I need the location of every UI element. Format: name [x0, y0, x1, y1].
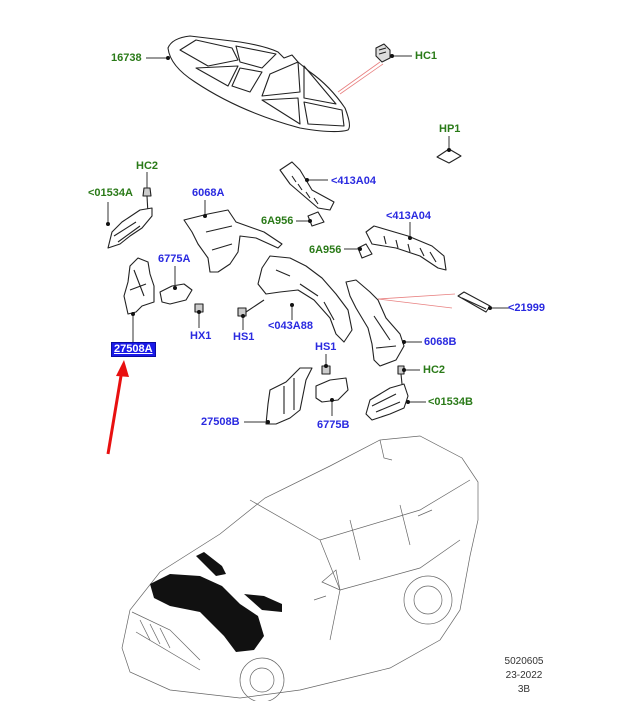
callout-hx1[interactable]: HX1 — [190, 330, 212, 342]
callout-16738[interactable]: 16738 — [111, 52, 142, 64]
callout-hc1[interactable]: HC1 — [415, 50, 438, 62]
bracket-6a956-mid-part[interactable] — [357, 243, 373, 259]
bracket-01534b-part[interactable] — [365, 383, 409, 421]
callout-hs1-mid[interactable]: HS1 — [315, 341, 337, 353]
hs1-left-screw-part[interactable] — [237, 299, 265, 317]
hc1-clip-part[interactable] — [375, 43, 391, 63]
bonnet-insulation-part[interactable] — [167, 35, 351, 133]
callout-6a956-top[interactable]: 6A956 — [261, 215, 294, 227]
red-annotation-arrow — [106, 360, 129, 455]
callout-hs1-left[interactable]: HS1 — [233, 331, 255, 343]
hp1-pad-part[interactable] — [436, 148, 462, 164]
callout-6775a[interactable]: 6775A — [158, 253, 191, 265]
trim-21999-part[interactable] — [457, 291, 491, 313]
bracket-6775b-part[interactable] — [315, 377, 349, 403]
callout-6775b[interactable]: 6775B — [317, 419, 350, 431]
wheelhouse-liner-6068b-part[interactable] — [345, 279, 405, 367]
liner-043a88-part[interactable] — [257, 255, 353, 343]
callout-6a956-mid[interactable]: 6A956 — [309, 244, 342, 256]
bracket-6775a-part[interactable] — [159, 283, 193, 305]
leader-lines — [107, 55, 510, 423]
callout-27508a-selected[interactable]: 27508A — [111, 342, 156, 357]
red-reference-lines — [337, 61, 456, 309]
bracket-01534a-part[interactable] — [107, 207, 153, 249]
seal-413a04-top-part[interactable] — [279, 161, 335, 211]
callout-413a04-top[interactable]: <413A04 — [331, 175, 376, 187]
seal-413a04-right-part[interactable] — [365, 225, 447, 271]
callout-6068b[interactable]: 6068B — [424, 336, 457, 348]
callout-01534a[interactable]: <01534A — [88, 187, 133, 199]
hc2-bottom-clip-part[interactable] — [397, 365, 405, 385]
wheelhouse-liner-6068a-part[interactable] — [183, 209, 283, 273]
callout-21999[interactable]: <21999 — [508, 302, 546, 314]
diagram-reference-revision: 3B — [517, 684, 531, 695]
callout-hp1[interactable]: HP1 — [439, 123, 461, 135]
callout-hc2-top[interactable]: HC2 — [136, 160, 159, 172]
callout-413a04-right[interactable]: <413A04 — [386, 210, 431, 222]
callout-6068a[interactable]: 6068A — [192, 187, 225, 199]
splash-shield-27508b-part[interactable] — [265, 367, 313, 425]
leader-dots — [106, 54, 492, 424]
callout-01534b[interactable]: <01534B — [428, 396, 473, 408]
diagram-reference-number: 5020605 — [504, 656, 544, 667]
hx1-bolt-part[interactable] — [194, 303, 204, 313]
diagram-reference-date: 23-2022 — [505, 670, 543, 681]
vehicle-locator-illustration — [121, 435, 479, 701]
splash-shield-27508a-part[interactable] — [123, 257, 155, 315]
highlighted-parts-on-vehicle — [150, 552, 282, 652]
bracket-6a956-top-part[interactable] — [307, 211, 325, 227]
callout-27508b[interactable]: 27508B — [201, 416, 240, 428]
callout-hc2-bottom[interactable]: HC2 — [423, 364, 446, 376]
callout-043a88[interactable]: <043A88 — [268, 320, 313, 332]
